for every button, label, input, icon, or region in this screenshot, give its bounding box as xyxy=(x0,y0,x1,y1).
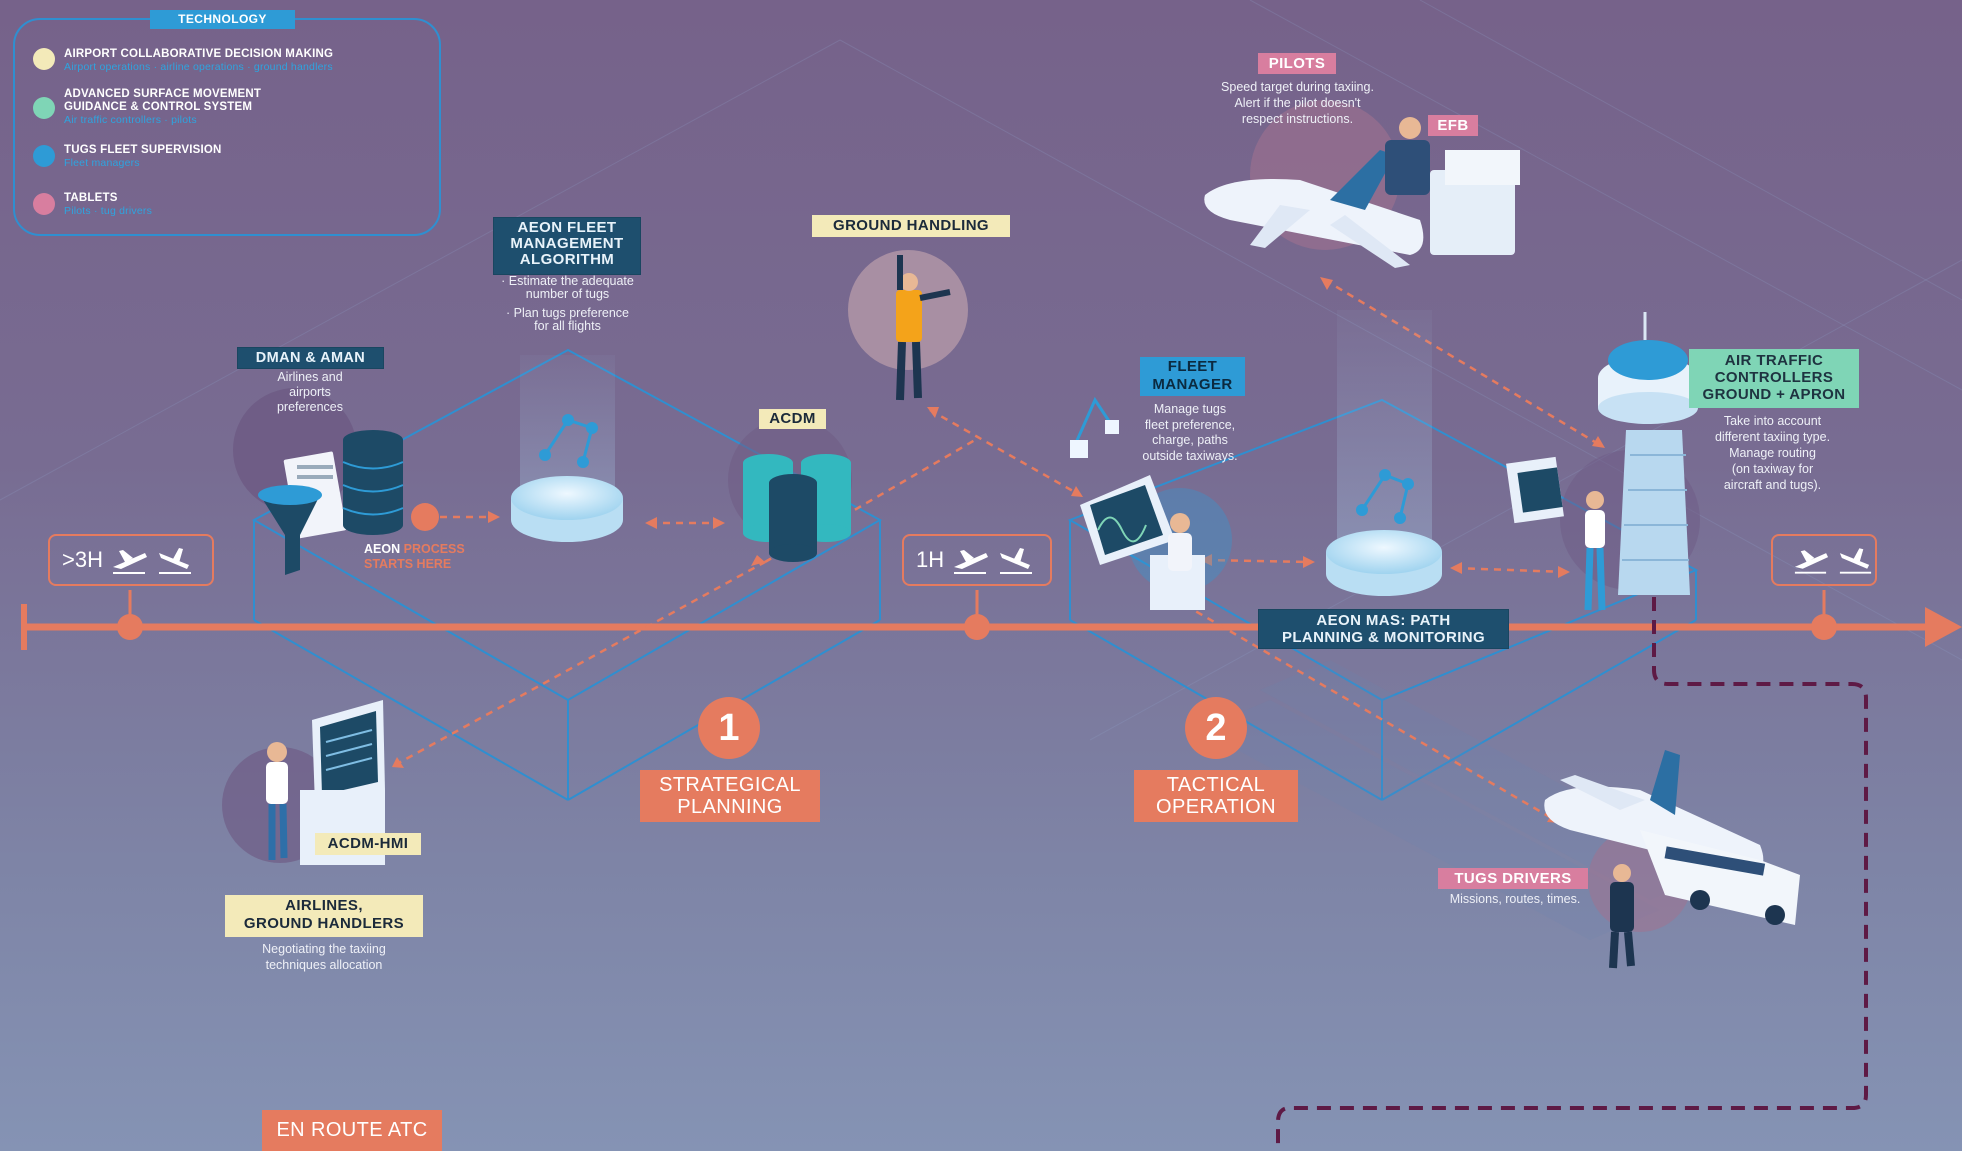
landing-icon xyxy=(158,548,191,574)
atc-illustration xyxy=(1506,312,1700,611)
legend-item-tugs: TUGS FLEET SUPERVISION Fleet managers xyxy=(64,144,222,169)
takeoff-icon xyxy=(954,550,989,574)
legend-dot-tablets xyxy=(33,193,55,215)
time-mark-arrival xyxy=(1771,534,1877,586)
time-mark-label: >3H xyxy=(62,547,103,572)
process-start-text: AEON PROCESS STARTS HERE xyxy=(364,542,465,571)
timeline-node xyxy=(964,614,990,640)
legend-dot-asmgcs xyxy=(33,97,55,119)
legend-title: TECHNOLOGY xyxy=(150,10,295,29)
legend-item-asmgcs: ADVANCED SURFACE MOVEMENT GUIDANCE & CON… xyxy=(64,88,262,126)
timeline-node xyxy=(1811,614,1837,640)
dman-aman-label: DMAN & AMAN xyxy=(237,347,384,369)
time-mark-3h: >3H xyxy=(48,534,214,586)
en-route-path xyxy=(1276,597,1868,1151)
dman-illustration xyxy=(233,388,404,575)
legend-dot-acdm xyxy=(33,48,55,70)
takeoff-icon xyxy=(1794,550,1829,574)
aeon-fleet-illustration xyxy=(511,355,623,542)
ground-handling-label: GROUND HANDLING xyxy=(812,215,1010,237)
acdm-label: ACDM xyxy=(759,409,826,429)
time-mark-1h: 1H xyxy=(902,534,1052,586)
landing-icon xyxy=(1839,548,1872,574)
acdm-hmi-illustration xyxy=(222,700,385,865)
airlines-label: AIRLINES,GROUND HANDLERS xyxy=(225,895,423,937)
landing-icon xyxy=(1000,548,1033,574)
en-route-atc-label: EN ROUTE ATC xyxy=(262,1110,442,1151)
aeon-mas-illustration xyxy=(1326,310,1442,596)
process-start-dot xyxy=(411,503,439,531)
takeoff-icon xyxy=(112,550,147,574)
legend-item-tablets: TABLETS Pilots · tug drivers xyxy=(64,192,153,217)
efb-label: EFB xyxy=(1428,115,1478,136)
pilots-label: PILOTS xyxy=(1258,53,1336,74)
tug-illustration xyxy=(1544,750,1800,969)
phase-1-number: 1 xyxy=(698,697,760,759)
pilots-desc: Speed target during taxiing.Alert if the… xyxy=(1221,80,1374,126)
tugs-drivers-label: TUGS DRIVERS xyxy=(1438,868,1588,889)
timeline-node xyxy=(117,614,143,640)
legend-dot-tugs xyxy=(33,145,55,167)
ground-handler-illustration xyxy=(848,250,968,401)
tugs-drivers-desc: Missions, routes, times. xyxy=(1449,892,1581,906)
acdm-illustration xyxy=(728,418,852,562)
time-mark-label: 1H xyxy=(916,547,945,572)
acdm-hmi-label: ACDM-HMI xyxy=(315,833,421,855)
timeline xyxy=(21,590,1962,650)
phase-2-number: 2 xyxy=(1185,697,1247,759)
strategic-platform xyxy=(251,348,883,801)
pilots-illustration xyxy=(1204,100,1520,268)
legend-item-acdm: AIRPORT COLLABORATIVE DECISION MAKING Ai… xyxy=(64,48,334,73)
fleet-manager-illustration xyxy=(1070,396,1232,610)
